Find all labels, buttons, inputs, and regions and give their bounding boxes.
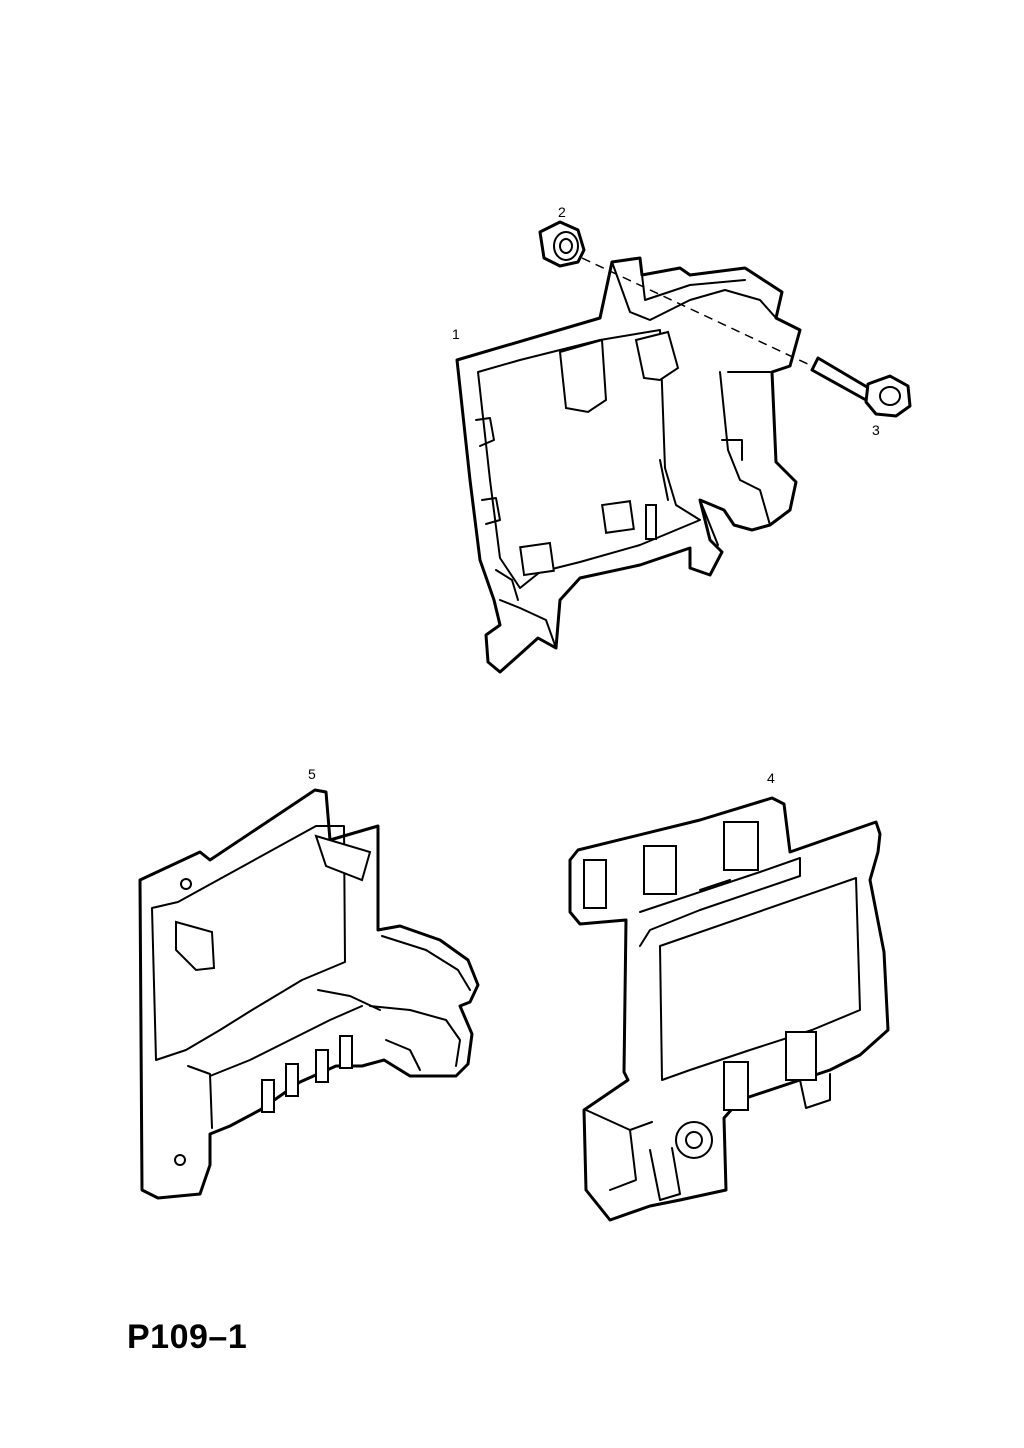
assembly-dash-line: [581, 257, 813, 367]
part-1-bracket: [455, 256, 802, 674]
part-4-bracket: [568, 796, 890, 1222]
callout-5: 5: [308, 766, 316, 782]
part-5-bracket: [138, 788, 480, 1200]
callout-4: 4: [767, 770, 775, 786]
figure-code: P109–1: [127, 1318, 248, 1356]
callout-3: 3: [872, 422, 880, 438]
callout-2: 2: [558, 204, 566, 220]
part-2-clip-nut: [538, 220, 586, 268]
part-3-bolt: [810, 356, 912, 418]
callout-1: 1: [452, 326, 460, 342]
